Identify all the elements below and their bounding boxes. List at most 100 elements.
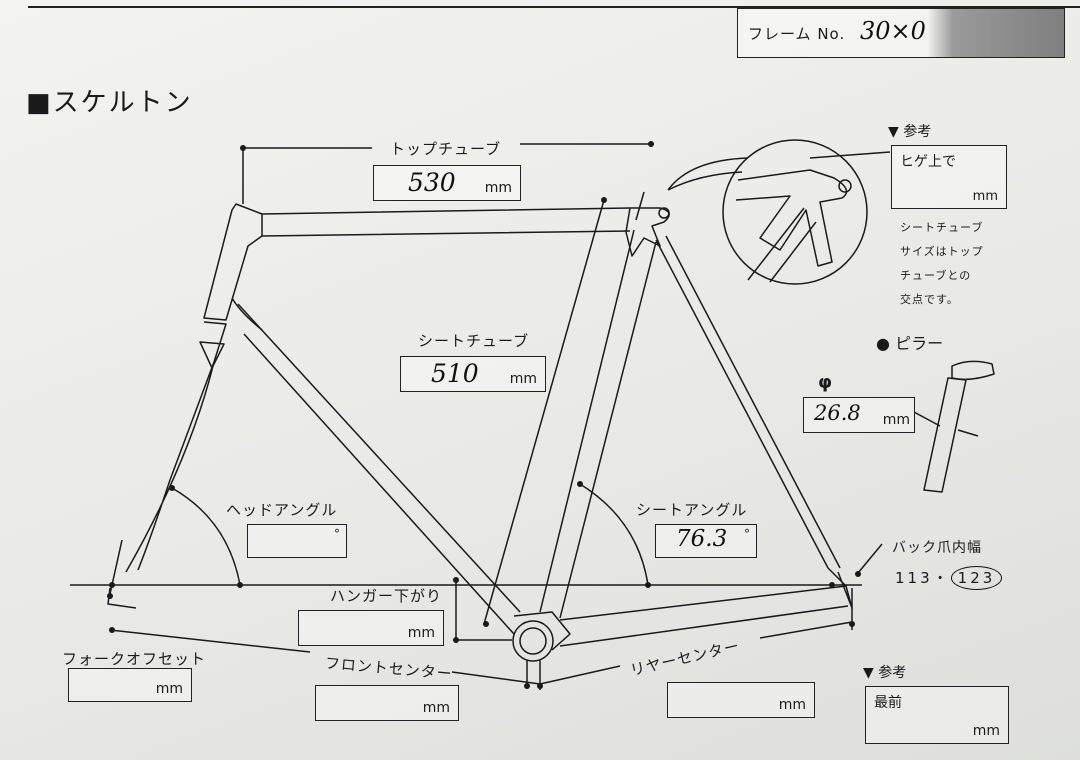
section-marker: ■: [26, 88, 53, 118]
top-tube: [261, 207, 631, 237]
seat-angle-value: 76.3: [676, 526, 728, 552]
reference-top-box-text: ヒゲ上で: [900, 154, 956, 170]
reference-top-marker: ▼: [888, 124, 899, 140]
dot-rear-center-right: [849, 621, 855, 627]
seat-tube-label: シートチューブ: [418, 332, 530, 350]
seat-post-head: [951, 360, 995, 381]
bottom-bracket: [512, 620, 554, 662]
seat-post: [923, 377, 967, 493]
section-title: ■スケルトン: [26, 82, 193, 119]
seat-tube-top: [635, 191, 645, 221]
down-tube: [237, 303, 521, 635]
fork: [125, 321, 227, 573]
rear-dropout: [827, 567, 853, 609]
dot-rear-center-left: [537, 683, 543, 689]
pillar-marker: ●: [876, 334, 890, 353]
pillar-label: ピラー: [895, 334, 944, 353]
head-angle-arc: [171, 487, 241, 586]
dot-ground-right: [829, 582, 835, 588]
reference-note-line-2: サイズはトップ: [900, 245, 984, 258]
detail-seat-cluster: [735, 169, 848, 267]
reference-note-line-3: チューブとの: [900, 269, 972, 282]
rear-spacing-separator: ・: [932, 569, 951, 587]
dot-seat-angle-ground: [645, 582, 651, 588]
reference-top-unit: mm: [972, 189, 998, 204]
head-angle-box[interactable]: °: [247, 524, 347, 558]
dot-head-angle-ground: [237, 582, 243, 588]
fork-offset-label: フォークオフセット: [62, 650, 207, 668]
dot-hanger-bottom: [453, 637, 459, 643]
frame-number-label: フレーム No.: [748, 25, 846, 43]
bb-drop-unit: mm: [407, 625, 435, 641]
pillar-diameter-symbol: φ: [818, 372, 833, 393]
dot-top-tube-left: [240, 145, 246, 151]
dot-front-center-left: [109, 627, 115, 633]
bb-lug: [513, 611, 571, 651]
detail-bolt: [838, 179, 852, 193]
chain-stay: [559, 585, 849, 647]
dot-rear-spacing: [855, 571, 861, 577]
front-center-box[interactable]: mm: [315, 685, 459, 721]
dot-ground-left: [109, 582, 115, 588]
pillar-unit: mm: [882, 412, 910, 428]
rear-spacing-pointer: [857, 543, 883, 574]
down-tube-lug: [231, 297, 263, 331]
head-angle-unit: °: [334, 527, 340, 541]
bb-drop-box[interactable]: mm: [298, 610, 444, 646]
top-tube-unit: mm: [484, 180, 512, 196]
rear-center-box[interactable]: mm: [667, 682, 815, 718]
dot-top-tube-right: [648, 141, 654, 147]
seat-tube: [539, 229, 657, 619]
rear-spacing-label: バック爪内幅: [892, 540, 982, 556]
pillar-arrow-right: [957, 429, 979, 437]
reference-top-heading: ▼ 参考: [888, 121, 931, 141]
frame-number-value: 30×0: [860, 17, 926, 45]
reference-note-line-4: 交点です。: [900, 293, 959, 306]
reference-bottom-marker: ▼: [863, 665, 874, 681]
dot-head-angle: [169, 485, 175, 491]
front-center-unit: mm: [422, 700, 450, 716]
bb-drop-label: ハンガー下がり: [330, 587, 443, 605]
detail-pointer: [809, 151, 891, 159]
magnifier-pointer: [667, 157, 749, 191]
fork-offset-unit: mm: [155, 681, 183, 697]
rear-center-dim: [539, 621, 853, 685]
dot-hanger-top: [453, 577, 459, 583]
seat-tube-box[interactable]: 510 mm: [400, 356, 546, 392]
head-tube: [203, 203, 263, 321]
reference-bottom-box[interactable]: 最前 mm: [865, 686, 1009, 744]
bottom-bracket-inner: [519, 627, 547, 655]
reference-top-box[interactable]: ヒゲ上で mm: [891, 145, 1007, 209]
detail-tube: [747, 207, 817, 283]
pillar-value: 26.8: [814, 401, 861, 425]
reference-note-line-1: シートチューブ: [900, 221, 984, 234]
top-tube-value: 530: [408, 168, 456, 197]
front-center-dim: [109, 629, 541, 685]
seat-stay: [655, 235, 841, 569]
top-tube-label: トップチューブ: [390, 140, 502, 158]
seat-angle-label: シートアングル: [636, 501, 748, 519]
rear-spacing-option-113[interactable]: 113: [895, 569, 933, 587]
reference-top-note: シートチューブ サイズはトップ チューブとの 交点です。: [900, 216, 984, 312]
seat-angle-arc: [579, 483, 649, 586]
fork-crown: [199, 341, 225, 369]
seat-angle-box[interactable]: 76.3 °: [655, 524, 757, 558]
rear-spacing-option-123[interactable]: 123: [950, 566, 1003, 590]
frame-number-box[interactable]: フレーム No. 30×0: [737, 8, 1065, 58]
reference-top-label: 参考: [903, 124, 932, 140]
reference-bottom-label: 参考: [878, 665, 907, 681]
seat-tube-dim: [483, 199, 605, 625]
pillar-box[interactable]: 26.8 mm: [803, 397, 915, 433]
detail-magnifier: [722, 139, 868, 285]
section-title-text: スケルトン: [52, 88, 193, 118]
reference-bottom-unit: mm: [972, 723, 1000, 739]
top-tube-box[interactable]: 530 mm: [373, 165, 521, 201]
head-angle-label: ヘッドアングル: [226, 501, 338, 519]
dot-front-center-right: [524, 683, 530, 689]
top-border-line: [28, 0, 1080, 8]
fork-offset-box[interactable]: mm: [68, 668, 192, 702]
seat-tube-value: 510: [431, 359, 479, 388]
rear-center-unit: mm: [778, 697, 806, 713]
seat-angle-unit: °: [744, 527, 750, 541]
